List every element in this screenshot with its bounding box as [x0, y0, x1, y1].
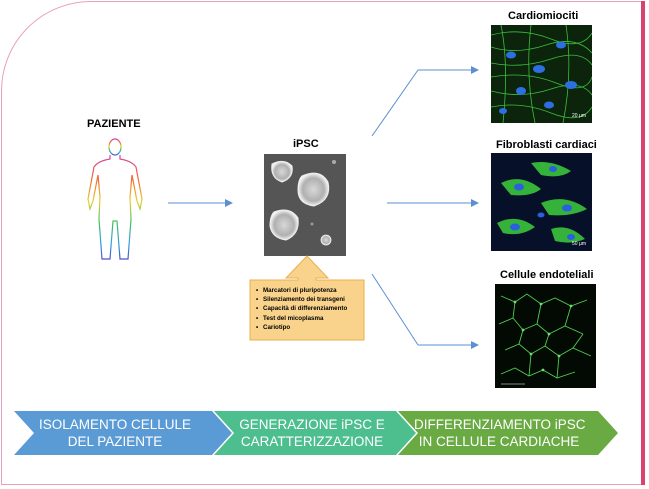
fibroblasts-label: Fibroblasti cardiaci	[496, 139, 597, 151]
arrow-ipsc-to-cardiomyocytes	[371, 69, 419, 137]
cardiomyocytes-micrograph: 20 µm	[491, 25, 592, 123]
scale-bar-label: 20 µm	[572, 113, 586, 119]
patient-label: PAZIENTE	[87, 118, 141, 130]
characterization-item: Test del micoplasma	[256, 314, 361, 323]
characterization-item: Marcatori di pluripotenza	[256, 286, 361, 295]
step-3-line-1: DIFFERENZIAMENTO iPSC	[414, 417, 586, 432]
step-1-line-1: ISOLAMENTO CELLULE	[38, 417, 192, 432]
characterization-item: Cariotipo	[256, 323, 361, 332]
characterization-item: Silenziamento dei transgeni	[256, 295, 361, 304]
step-3-text: DIFFERENZIAMENTO iPSC IN CELLULE CARDIAC…	[414, 416, 586, 450]
ipsc-label: iPSC	[293, 138, 319, 150]
fibroblasts-micrograph: 50 µm	[491, 153, 592, 251]
cardiomyocytes-label: Cardiomiociti	[508, 10, 579, 22]
step-2-chevron	[214, 411, 416, 455]
arrow-ipsc-to-endothelial	[371, 273, 419, 346]
step-2-text: GENERAZIONE iPSC E CARATTERIZZAZIONE	[232, 416, 392, 450]
step-1-chevron	[14, 411, 232, 455]
process-chevrons	[14, 411, 618, 455]
human-figure-icon	[87, 138, 143, 260]
step-3-line-2: IN CELLULE CARDIACHE	[418, 434, 580, 449]
step-1-line-2: DEL PAZIENTE	[67, 434, 163, 449]
step-1-text: ISOLAMENTO CELLULE DEL PAZIENTE	[30, 416, 200, 450]
characterization-item: Capacità di differenziamento	[256, 304, 361, 313]
scale-bar-label: 50 µm	[572, 241, 586, 247]
endothelial-micrograph	[495, 284, 596, 388]
endothelial-label: Cellule endoteliali	[500, 269, 594, 281]
step-2-line-1: GENERAZIONE iPSC E	[239, 417, 385, 432]
ipsc-micrograph	[264, 154, 346, 256]
step-2-line-2: CARATTERIZZAZIONE	[240, 434, 384, 449]
step-3-chevron	[398, 411, 618, 455]
characterization-list: Marcatori di pluripotenza Silenziamento …	[256, 286, 361, 332]
